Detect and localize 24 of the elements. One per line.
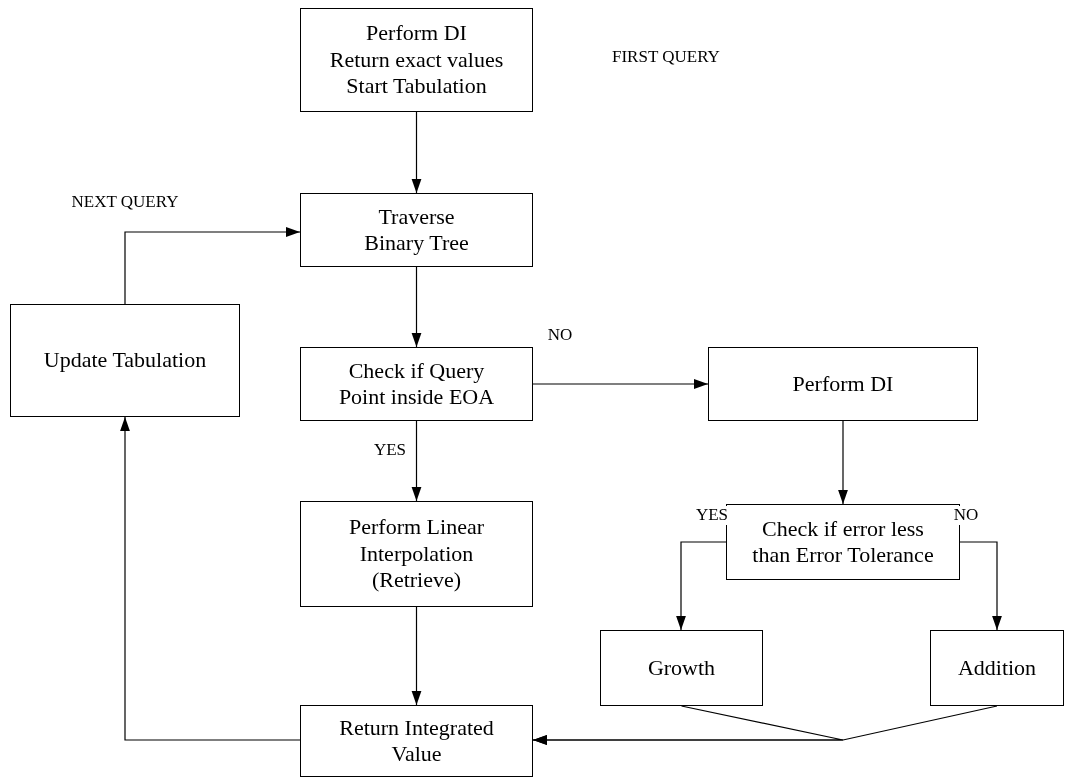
arrow xyxy=(411,420,422,502)
arrow xyxy=(959,541,1002,631)
edge-label: YES xyxy=(695,506,729,525)
arrow xyxy=(676,541,727,631)
process-box: Perform Linear Interpolation (Retrieve) xyxy=(300,501,533,607)
arrow xyxy=(838,420,848,505)
edge-label: NO xyxy=(953,506,979,525)
process-box: Addition xyxy=(930,630,1064,706)
arrow xyxy=(124,227,301,305)
arrow xyxy=(411,266,422,348)
process-box: Growth xyxy=(600,630,763,706)
arrow xyxy=(120,416,301,741)
arrow xyxy=(411,606,422,706)
process-box: Perform DI xyxy=(708,347,978,421)
arrow xyxy=(411,111,422,194)
arrow xyxy=(532,379,709,389)
process-box: Check if Query Point inside EOA xyxy=(300,347,533,421)
arrow xyxy=(532,705,998,745)
process-box: Update Tabulation xyxy=(10,304,240,417)
process-box: Return Integrated Value xyxy=(300,705,533,777)
process-box: Perform DI Return exact values Start Tabulation xyxy=(300,8,533,112)
edge-label: NEXT QUERY xyxy=(71,193,179,212)
process-box: Traverse Binary Tree xyxy=(300,193,533,267)
note-label: FIRST QUERY xyxy=(612,48,720,67)
